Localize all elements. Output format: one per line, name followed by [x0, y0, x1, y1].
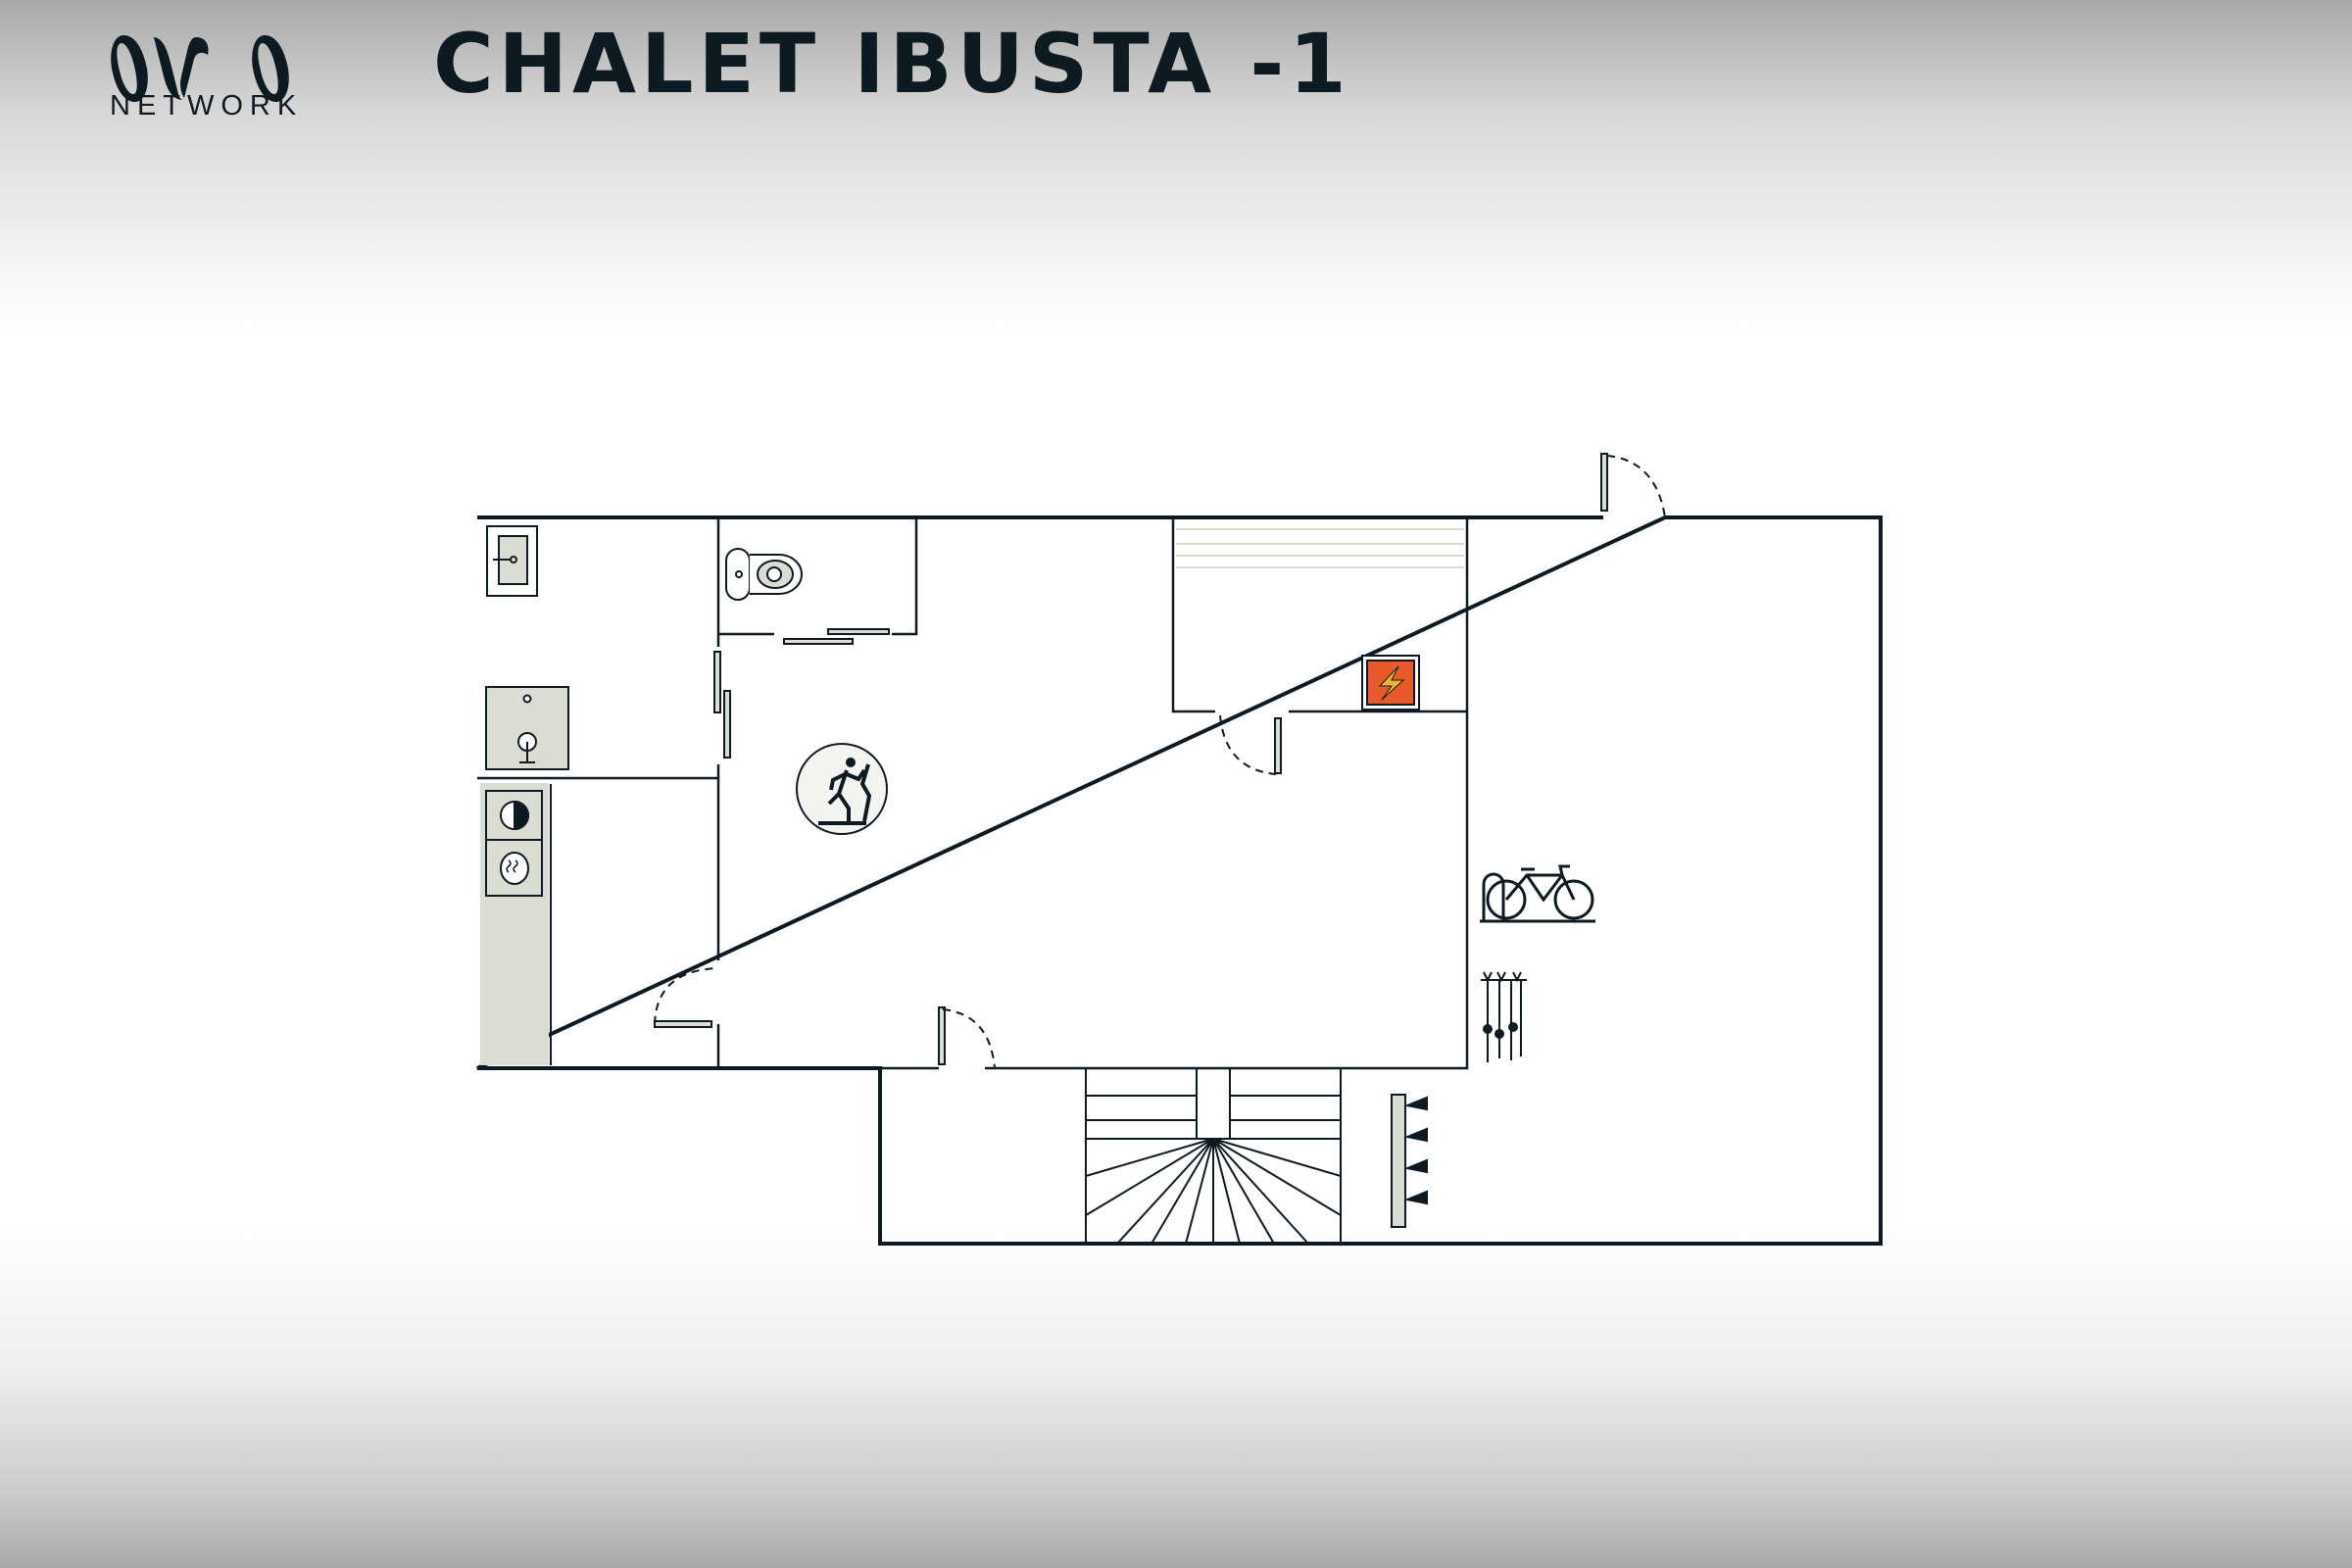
outer-wall: [476, 515, 1883, 1246]
logo-wordmark: NETWORK: [110, 90, 304, 122]
sauna-bench: [1176, 528, 1464, 568]
treadmill-icon: [796, 743, 888, 835]
dryer-icon: [485, 839, 543, 897]
ski-rack-icon: [1481, 971, 1527, 1062]
interior-walls: [477, 517, 1469, 1070]
toilet-icon: [725, 548, 803, 601]
washer-icon: [485, 790, 543, 841]
electric-panel-icon: [1361, 655, 1420, 710]
logo-mark-icon: [111, 35, 289, 102]
sink-icon: [486, 525, 538, 597]
shower-icon: [485, 686, 569, 770]
bicycle-icon: [1480, 864, 1595, 923]
stairs-icon: [1085, 1068, 1342, 1245]
page-title: CHALET IBUSTA -1: [433, 16, 1351, 112]
boot-dryer-icon: [1391, 1094, 1428, 1228]
doors: [654, 453, 1666, 1069]
